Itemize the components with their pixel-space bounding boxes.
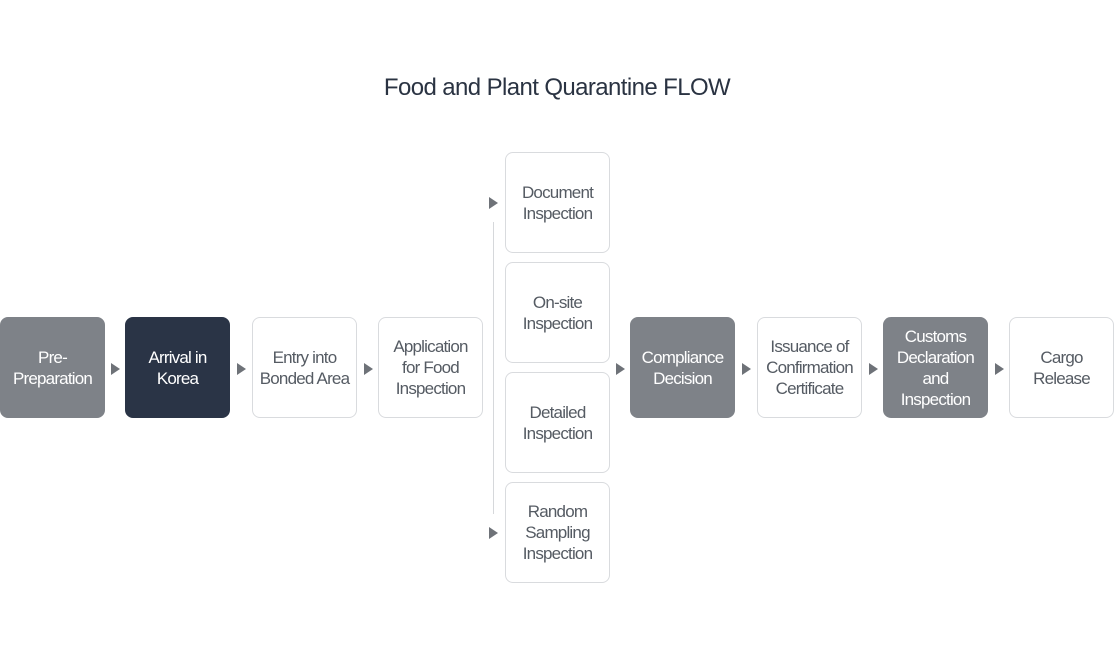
step-issuance-certificate: Issuance of Confirmation Certificate xyxy=(757,317,862,418)
arrow-right-icon xyxy=(489,527,498,539)
arrow-right-icon xyxy=(616,363,625,375)
inspection-random-sampling: Random Sampling Inspection xyxy=(505,482,610,583)
step-entry-bonded-area: Entry into Bonded Area xyxy=(252,317,357,418)
step-customs-declaration: Customs Declaration and Inspection xyxy=(883,317,988,418)
step-customs-label: Customs Declaration and Inspection xyxy=(896,326,975,409)
arrow-right-icon xyxy=(489,197,498,209)
arrow-right-icon xyxy=(995,363,1004,375)
step-pre-preparation: Pre- Preparation xyxy=(0,317,105,418)
step-cargo-release: Cargo Release xyxy=(1009,317,1114,418)
arrow-right-icon xyxy=(869,363,878,375)
step-application-label: Application for Food Inspection xyxy=(393,337,468,398)
inspection-detailed-label: Detailed Inspection xyxy=(522,402,593,443)
arrow-right-icon xyxy=(111,363,120,375)
inspection-document-label: Document Inspection xyxy=(521,182,594,223)
inspection-detailed: Detailed Inspection xyxy=(505,372,610,473)
step-bonded-area-label: Entry into Bonded Area xyxy=(259,347,350,388)
diagram-title: Food and Plant Quarantine FLOW xyxy=(383,74,731,101)
step-application-food-inspection: Application for Food Inspection xyxy=(378,317,483,418)
inspection-onsite-label: On-site Inspection xyxy=(522,292,593,333)
inspection-document: Document Inspection xyxy=(505,152,610,253)
step-compliance-label: Compliance Decision xyxy=(641,347,725,388)
step-cargo-release-label: Cargo Release xyxy=(1033,347,1091,388)
step-issuance-label: Issuance of Confirmation Certificate xyxy=(766,337,854,398)
step-arrival-label: Arrival in Korea xyxy=(148,347,207,388)
inspection-random-label: Random Sampling Inspection xyxy=(522,502,593,563)
arrow-right-icon xyxy=(742,363,751,375)
arrow-right-icon xyxy=(237,363,246,375)
step-pre-preparation-label: Pre- Preparation xyxy=(12,347,93,388)
step-arrival-in-korea: Arrival in Korea xyxy=(125,317,230,418)
inspection-onsite: On-site Inspection xyxy=(505,262,610,363)
branch-connector-line xyxy=(493,222,494,514)
step-compliance-decision: Compliance Decision xyxy=(630,317,735,418)
arrow-right-icon xyxy=(364,363,373,375)
